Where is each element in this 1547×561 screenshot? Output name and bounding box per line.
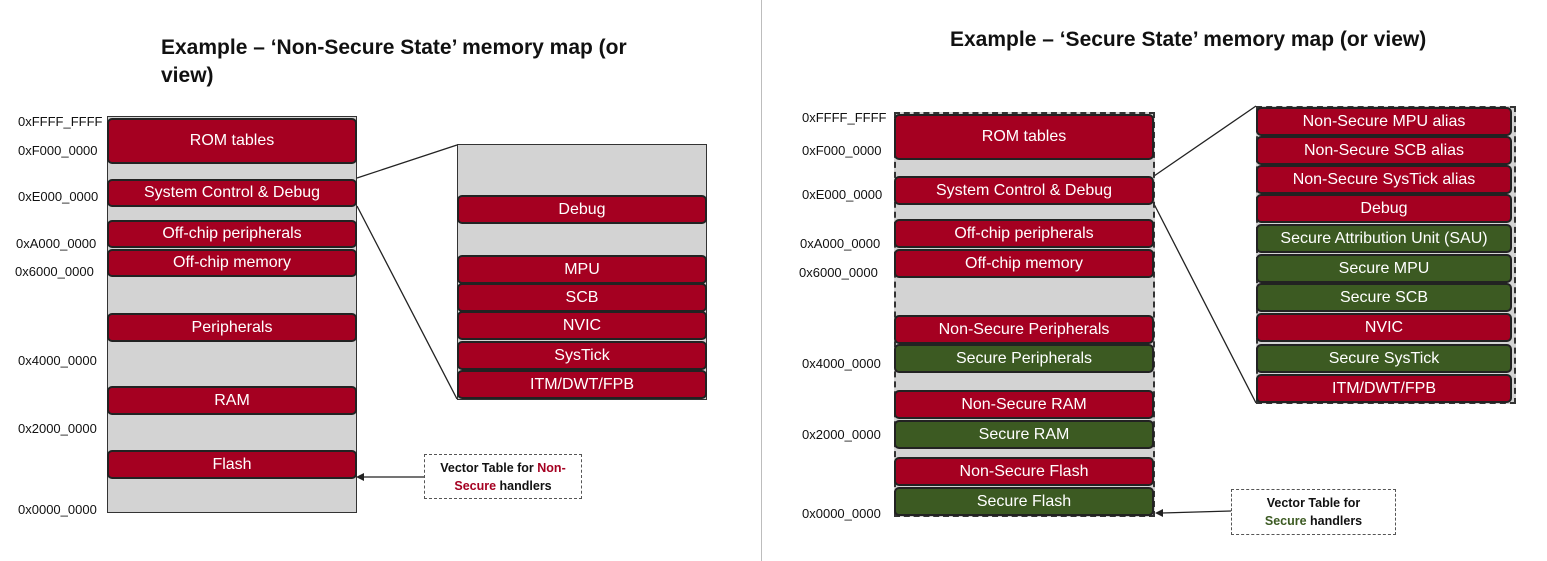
left-title: Example – ‘Non-Secure State’ memory map … <box>161 36 627 87</box>
right-addr-6000: 0x6000_0000 <box>799 265 878 280</box>
zoom-line-bottom-right <box>1153 203 1257 404</box>
right-block-offchip-peripherals: Off-chip peripherals <box>894 219 1154 248</box>
right-detail-nvic: NVIC <box>1256 313 1512 342</box>
panel-divider <box>761 0 762 561</box>
left-detail-debug: Debug <box>457 195 707 224</box>
left-addr-6000: 0x6000_0000 <box>15 264 94 279</box>
vector-arrowhead-left <box>356 473 364 481</box>
left-note-suffix: handlers <box>496 479 552 493</box>
right-addr-0000: 0x0000_0000 <box>802 506 881 521</box>
left-detail-itm-dwt-fpb: ITM/DWT/FPB <box>457 370 707 399</box>
right-detail-s-systick: Secure SysTick <box>1256 344 1512 373</box>
right-block-ns-peripherals: Non-Secure Peripherals <box>894 315 1154 344</box>
right-addr-4000: 0x4000_0000 <box>802 356 881 371</box>
left-addr-ffff: 0xFFFF_FFFF <box>18 114 103 129</box>
zoom-line-bottom-left <box>356 205 458 400</box>
left-note-highlight-non: Non- <box>537 461 566 475</box>
right-note-highlight-secure: Secure <box>1264 514 1307 528</box>
left-block-system-control: System Control & Debug <box>107 179 357 207</box>
left-addr-4000: 0x4000_0000 <box>18 353 97 368</box>
right-detail-itm-dwt-fpb: ITM/DWT/FPB <box>1256 374 1512 403</box>
left-note-prefix: Vector Table for <box>440 461 538 475</box>
left-detail-scb: SCB <box>457 283 707 312</box>
right-block-s-peripherals: Secure Peripherals <box>894 344 1154 373</box>
right-addr-f000: 0xF000_0000 <box>802 143 882 158</box>
left-addr-e000: 0xE000_0000 <box>18 189 99 204</box>
right-block-s-ram: Secure RAM <box>894 420 1154 449</box>
right-block-ns-flash: Non-Secure Flash <box>894 457 1154 486</box>
vector-arrowhead-right <box>1155 509 1163 517</box>
left-block-peripherals: Peripherals <box>107 313 357 342</box>
left-detail-nvic: NVIC <box>457 311 707 340</box>
right-block-ns-ram: Non-Secure RAM <box>894 390 1154 419</box>
left-block-rom-tables: ROM tables <box>107 118 357 164</box>
right-detail-ns-systick-alias: Non-Secure SysTick alias <box>1256 165 1512 194</box>
right-note-line1: Vector Table for <box>1266 496 1361 510</box>
left-detail-systick: SysTick <box>457 341 707 370</box>
left-detail-mpu: MPU <box>457 255 707 284</box>
vector-arrow-right <box>1161 510 1232 514</box>
right-addr-2000: 0x2000_0000 <box>802 427 881 442</box>
right-block-offchip-memory: Off-chip memory <box>894 249 1154 278</box>
left-note-highlight-secure: Secure <box>454 479 497 493</box>
right-detail-s-scb: Secure SCB <box>1256 283 1512 312</box>
right-addr-a000: 0xA000_0000 <box>800 236 881 251</box>
left-vector-table-note: Vector Table for Non- Secure handlers <box>424 454 582 499</box>
right-block-system-control: System Control & Debug <box>894 176 1154 205</box>
left-addr-2000: 0x2000_0000 <box>18 421 97 436</box>
zoom-line-top-right <box>1153 105 1257 177</box>
right-note-suffix: handlers <box>1306 514 1363 528</box>
right-title: Example – ‘Secure State’ memory map (or … <box>950 28 1427 51</box>
left-addr-0000: 0x0000_0000 <box>18 502 97 517</box>
right-detail-ns-scb-alias: Non-Secure SCB alias <box>1256 136 1512 165</box>
right-detail-debug: Debug <box>1256 194 1512 223</box>
right-detail-ns-mpu-alias: Non-Secure MPU alias <box>1256 107 1512 136</box>
left-block-offchip-memory: Off-chip memory <box>107 249 357 277</box>
left-block-ram: RAM <box>107 386 357 415</box>
right-block-rom-tables: ROM tables <box>894 114 1154 160</box>
left-addr-f000: 0xF000_0000 <box>18 143 98 158</box>
right-detail-sau: Secure Attribution Unit (SAU) <box>1256 224 1512 253</box>
right-block-s-flash: Secure Flash <box>894 487 1154 516</box>
right-vector-table-note: Vector Table for Secure handlers <box>1231 489 1396 535</box>
right-addr-ffff: 0xFFFF_FFFF <box>802 110 887 125</box>
left-block-offchip-peripherals: Off-chip peripherals <box>107 220 357 248</box>
right-addr-e000: 0xE000_0000 <box>802 187 883 202</box>
zoom-line-top-left <box>356 144 458 179</box>
right-detail-s-mpu: Secure MPU <box>1256 254 1512 283</box>
left-addr-a000: 0xA000_0000 <box>16 236 97 251</box>
left-block-flash: Flash <box>107 450 357 479</box>
